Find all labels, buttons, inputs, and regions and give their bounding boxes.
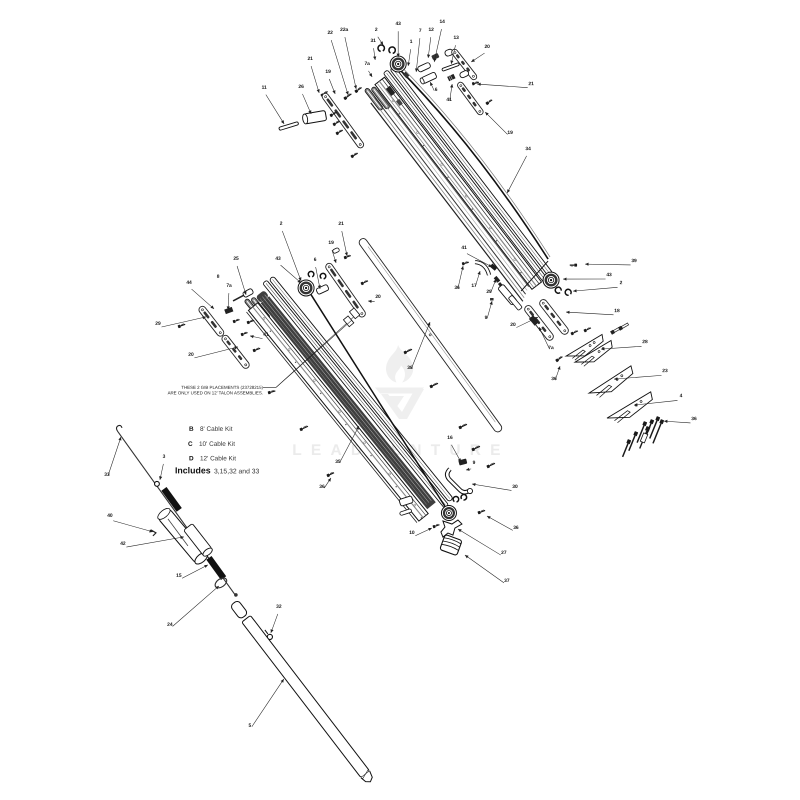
svg-text:8: 8 — [217, 274, 220, 280]
svg-text:32: 32 — [276, 604, 282, 610]
svg-text:22a: 22a — [340, 27, 348, 33]
svg-text:1: 1 — [410, 39, 413, 45]
svg-text:ARE ONLY USED ON 12' TALON ASS: ARE ONLY USED ON 12' TALON ASSEMBLIES. — [168, 390, 263, 395]
svg-text:21: 21 — [528, 81, 534, 87]
svg-text:29: 29 — [155, 321, 161, 327]
svg-text:42: 42 — [120, 541, 126, 547]
svg-text:19: 19 — [328, 240, 334, 246]
svg-text:13: 13 — [453, 35, 459, 41]
svg-text:18: 18 — [614, 308, 620, 314]
svg-text:22: 22 — [327, 30, 333, 36]
svg-text:7a: 7a — [548, 345, 554, 351]
svg-text:36: 36 — [319, 484, 325, 490]
svg-text:4: 4 — [680, 393, 683, 399]
svg-text:26: 26 — [298, 84, 304, 90]
svg-text:43: 43 — [606, 272, 612, 278]
svg-text:10: 10 — [409, 530, 415, 536]
svg-text:36: 36 — [551, 376, 557, 382]
svg-text:41: 41 — [263, 332, 269, 338]
svg-text:D: D — [189, 455, 194, 462]
svg-text:36: 36 — [513, 525, 519, 531]
svg-text:5: 5 — [248, 723, 251, 729]
svg-text:43: 43 — [275, 256, 281, 262]
svg-text:12: 12 — [428, 27, 434, 33]
svg-text:38: 38 — [407, 365, 413, 371]
svg-text:THESE 2 GIB PLACEMENTS (237282: THESE 2 GIB PLACEMENTS (23728215) — [181, 385, 263, 390]
svg-text:7: 7 — [419, 28, 422, 34]
svg-text:6: 6 — [435, 87, 438, 93]
svg-text:23: 23 — [662, 368, 668, 374]
svg-text:12' Cable Kit: 12' Cable Kit — [200, 455, 236, 462]
svg-text:40: 40 — [107, 513, 113, 519]
svg-text:36: 36 — [454, 285, 460, 291]
svg-text:28: 28 — [642, 339, 648, 345]
svg-text:27: 27 — [501, 550, 507, 556]
svg-text:39: 39 — [631, 258, 637, 264]
svg-text:24: 24 — [167, 622, 173, 628]
svg-text:B: B — [189, 426, 194, 433]
svg-text:2: 2 — [620, 280, 623, 286]
svg-text:7a: 7a — [364, 61, 370, 67]
svg-text:2: 2 — [280, 221, 283, 227]
svg-text:41: 41 — [446, 97, 452, 103]
svg-text:3,15,32 and 33: 3,15,32 and 33 — [214, 468, 260, 475]
svg-text:9: 9 — [485, 315, 488, 321]
svg-text:19: 19 — [507, 130, 513, 136]
svg-text:19: 19 — [325, 69, 331, 75]
svg-text:33: 33 — [104, 472, 110, 478]
svg-text:10' Cable Kit: 10' Cable Kit — [199, 441, 235, 448]
svg-text:Includes: Includes — [175, 465, 211, 475]
svg-text:14: 14 — [439, 19, 445, 25]
svg-text:2: 2 — [375, 27, 378, 33]
svg-text:15: 15 — [176, 573, 182, 579]
svg-text:20: 20 — [375, 294, 381, 300]
svg-text:C: C — [188, 441, 193, 448]
svg-text:20: 20 — [188, 352, 194, 358]
svg-text:3: 3 — [163, 454, 166, 460]
svg-text:41: 41 — [461, 245, 467, 251]
svg-text:8' Cable Kit: 8' Cable Kit — [200, 426, 233, 433]
svg-text:25: 25 — [233, 256, 239, 262]
svg-text:21: 21 — [307, 56, 313, 62]
svg-text:44: 44 — [186, 280, 192, 286]
svg-text:21: 21 — [338, 221, 344, 227]
svg-text:16: 16 — [447, 435, 453, 441]
svg-text:6: 6 — [314, 257, 317, 263]
svg-text:20: 20 — [484, 44, 490, 50]
svg-text:36: 36 — [691, 416, 697, 422]
svg-text:43: 43 — [395, 21, 401, 27]
svg-text:11: 11 — [262, 85, 267, 91]
svg-text:31: 31 — [370, 38, 376, 44]
svg-text:35: 35 — [335, 459, 341, 465]
svg-text:30: 30 — [512, 484, 518, 490]
svg-text:29: 29 — [486, 289, 492, 295]
svg-text:7a: 7a — [226, 283, 232, 289]
svg-text:20: 20 — [510, 322, 516, 328]
svg-text:9: 9 — [473, 460, 476, 466]
svg-text:34: 34 — [525, 146, 531, 152]
svg-text:37: 37 — [504, 578, 510, 584]
svg-text:17: 17 — [471, 283, 477, 289]
